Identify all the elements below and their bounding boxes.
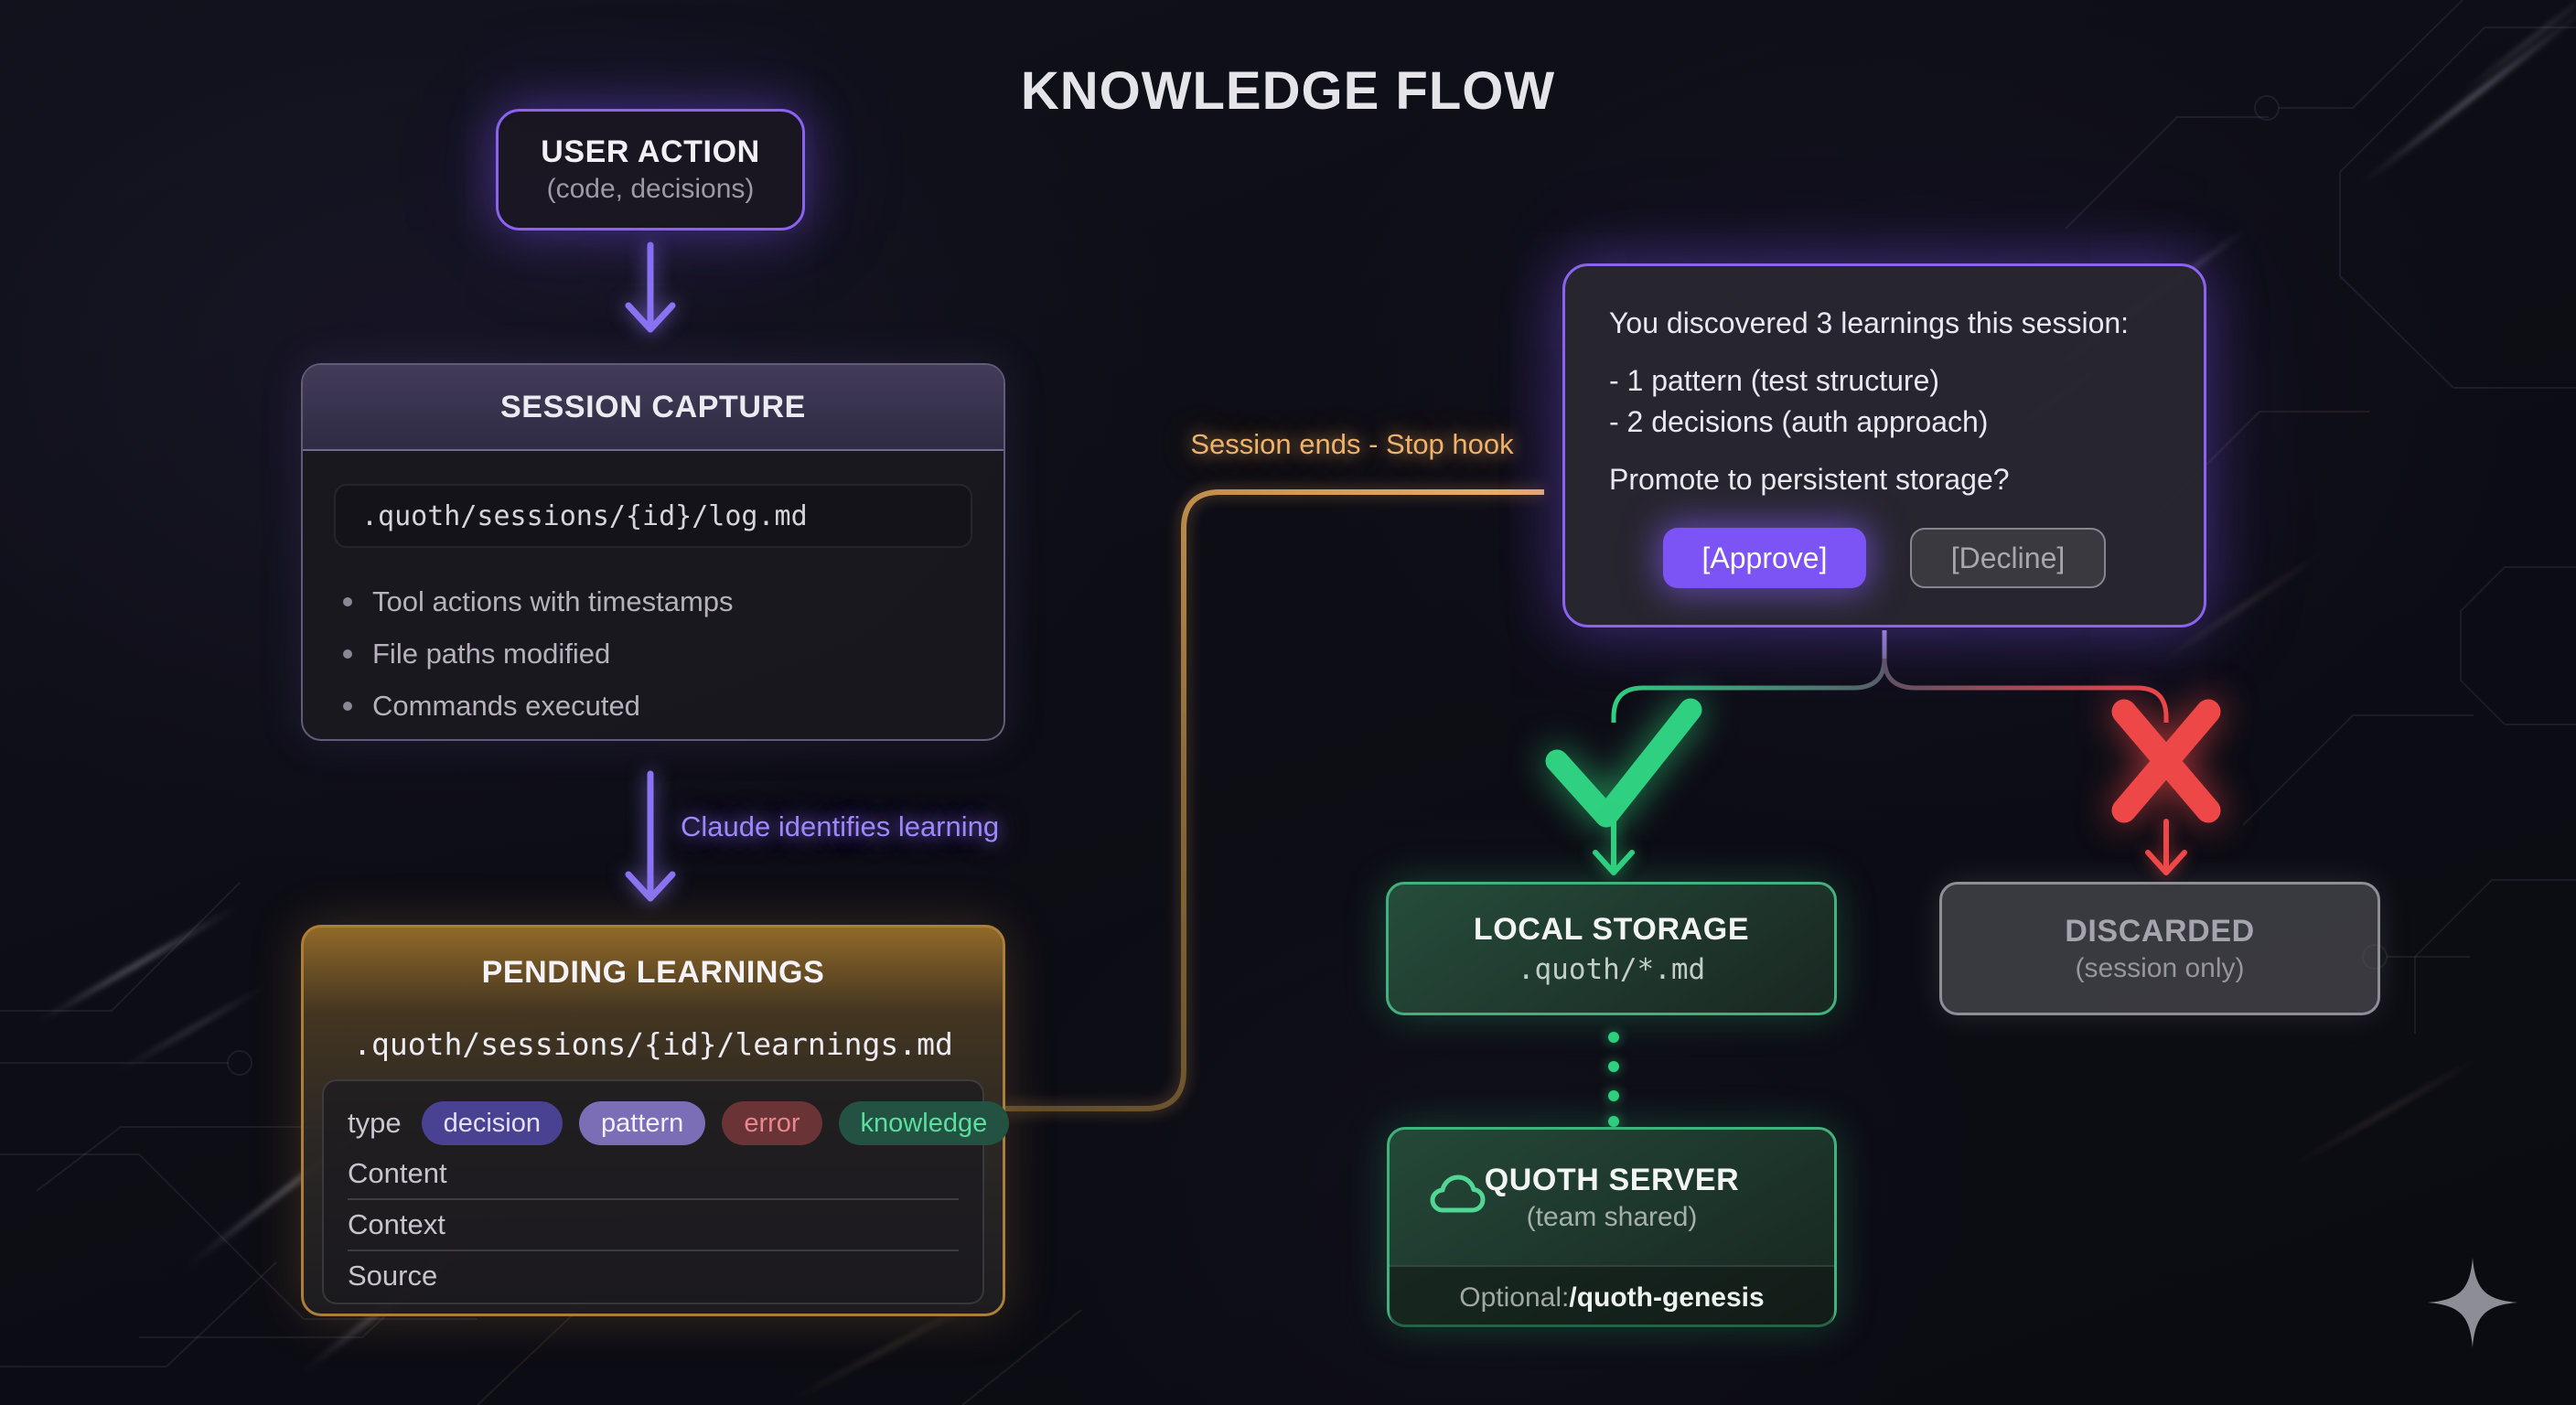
x-icon <box>2111 699 2221 823</box>
light-streak <box>32 901 242 1028</box>
session-capture-header: SESSION CAPTURE <box>303 365 1004 451</box>
session-log-path: .quoth/sessions/{id}/log.md <box>334 484 972 548</box>
type-row: type decision pattern error knowledge <box>348 1098 1010 1149</box>
local-storage-path: .quoth/*.md <box>1517 952 1706 986</box>
user-action-title: USER ACTION <box>541 134 760 169</box>
check-icon <box>1545 698 1702 828</box>
list-item: Commands executed <box>343 680 967 732</box>
user-action-subtitle: (code, decisions) <box>546 174 755 204</box>
bullet-text: Tool actions with timestamps <box>372 585 734 617</box>
light-streak <box>111 979 274 1078</box>
decline-button[interactable]: [Decline] <box>1910 528 2106 588</box>
quoth-server-top: QUOTH SERVER (team shared) <box>1390 1130 1834 1265</box>
dialog-buttons: [Approve] [Decline] <box>1609 528 2160 588</box>
list-item: File paths modified <box>343 627 967 680</box>
type-label: type <box>348 1107 402 1139</box>
badge-error: error <box>722 1100 822 1146</box>
session-capture-title: SESSION CAPTURE <box>500 389 806 424</box>
bullet-text: Commands executed <box>372 689 640 722</box>
edge-branch-decline <box>1882 658 2169 723</box>
genesis-command: /quoth-genesis <box>1569 1282 1765 1313</box>
footer-prefix: Optional: <box>1459 1282 1570 1313</box>
arrow-x-to-discarded <box>2145 819 2187 875</box>
list-item: Tool actions with timestamps <box>343 575 967 627</box>
dialog-intro: You discovered 3 learnings this session: <box>1609 306 2130 339</box>
dotted-edge-local-to-server <box>1608 1032 1619 1127</box>
field-content: Content <box>348 1149 959 1200</box>
approve-button[interactable]: [Approve] <box>1663 528 1866 588</box>
node-discarded: DISCARDED (session only) <box>1939 882 2380 1015</box>
edge-branch-approve <box>1611 658 1887 723</box>
edge-label-identify: Claude identifies learning <box>681 810 1000 842</box>
bullet-text: File paths modified <box>372 637 611 670</box>
node-quoth-server: QUOTH SERVER (team shared) Optional: /qu… <box>1387 1127 1837 1328</box>
pending-learnings-title: PENDING LEARNINGS <box>481 955 825 990</box>
promotion-dialog: You discovered 3 learnings this session:… <box>1562 263 2206 627</box>
sparkle-icon <box>2428 1258 2517 1347</box>
badge-knowledge: knowledge <box>838 1100 1010 1146</box>
node-pending-learnings: PENDING LEARNINGS .quoth/sessions/{id}/l… <box>301 925 1010 1316</box>
discarded-subtitle: (session only) <box>2075 952 2245 983</box>
node-user-action: USER ACTION (code, decisions) <box>496 109 805 231</box>
edge-label-session-end: Session ends - Stop hook <box>1190 428 1514 460</box>
quoth-server-subtitle: (team shared) <box>1526 1201 1698 1232</box>
light-streak <box>2282 1047 2493 1174</box>
field-source: Source <box>348 1260 438 1292</box>
page-title: KNOWLEDGE FLOW <box>1020 61 1556 121</box>
cloud-icon <box>1430 1174 1486 1213</box>
node-local-storage: LOCAL STORAGE .quoth/*.md <box>1386 882 1837 1015</box>
learning-record-panel: type decision pattern error knowledge Co… <box>322 1079 1010 1304</box>
bullet-icon <box>343 596 352 606</box>
edge-pending-to-dialog <box>1005 489 1544 1111</box>
discarded-title: DISCARDED <box>2065 913 2255 949</box>
learnings-file-path: .quoth/sessions/{id}/learnings.md <box>353 1026 953 1062</box>
badge-decision: decision <box>421 1100 564 1146</box>
session-capture-bullets: Tool actions with timestamps File paths … <box>343 575 967 732</box>
bullet-icon <box>343 701 352 711</box>
quoth-server-footer: Optional: /quoth-genesis <box>1390 1265 1834 1328</box>
dialog-item: - 1 pattern (test structure) <box>1609 364 1940 397</box>
field-context: Context <box>348 1200 959 1251</box>
arrow-session-to-pending <box>625 770 676 902</box>
arrow-check-to-local <box>1593 819 1635 875</box>
node-session-capture: SESSION CAPTURE .quoth/sessions/{id}/log… <box>301 363 1005 741</box>
quoth-server-title: QUOTH SERVER <box>1484 1162 1740 1197</box>
arrow-user-to-session <box>625 241 676 333</box>
dialog-item: - 2 decisions (auth approach) <box>1609 405 1989 438</box>
badge-pattern: pattern <box>579 1100 706 1146</box>
dialog-question: Promote to persistent storage? <box>1609 463 2010 496</box>
local-storage-title: LOCAL STORAGE <box>1473 911 1750 947</box>
bullet-icon <box>343 649 352 659</box>
